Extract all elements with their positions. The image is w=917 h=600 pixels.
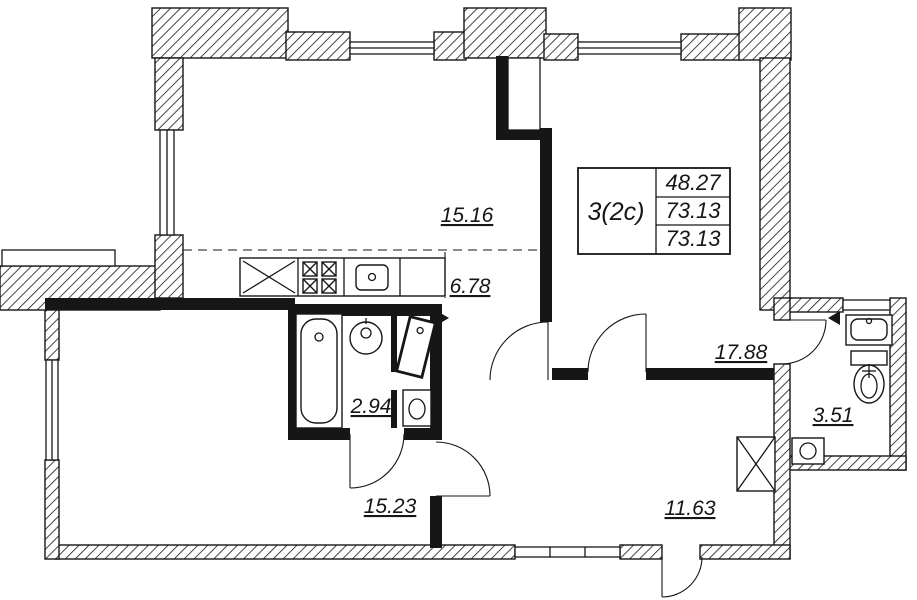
- wall-right: [759, 57, 791, 311]
- sink-basin: [355, 264, 389, 291]
- kitchen-counter-icon: [239, 257, 446, 297]
- wall-bottom-c: [699, 544, 791, 560]
- wall-bedroom-bottom-b: [646, 368, 774, 380]
- room-label-kitchen-living: 15.16: [441, 204, 494, 227]
- tub-drain: [314, 332, 324, 342]
- wc-sink-tap: [865, 317, 873, 325]
- bathtub-icon: [295, 313, 343, 429]
- wc-fixtures: [736, 314, 893, 492]
- wall-pier-top-right: [738, 7, 792, 61]
- washbasin-body: [402, 389, 432, 427]
- tub-inner: [300, 318, 338, 424]
- apartment-type-label: 3(2с): [588, 198, 645, 226]
- wc-basin-bowl: [799, 442, 817, 460]
- interior-walls: [45, 56, 774, 548]
- wall-bath-divider-a: [391, 306, 397, 372]
- door-arc-wc: [781, 319, 827, 365]
- room-label-room: 15.23: [364, 495, 417, 518]
- wall-living-bedroom: [540, 128, 552, 322]
- burner-2-x2: [321, 261, 337, 277]
- room-label-corridor: 6.78: [450, 275, 491, 298]
- door-arc-bedroom-side: [489, 321, 549, 381]
- burner-3-x2: [302, 278, 318, 294]
- window-hall-bottom: [514, 546, 621, 558]
- wall-room-hall: [430, 496, 442, 548]
- wall-bath-top: [288, 304, 440, 316]
- shaft-cavity: [507, 57, 541, 131]
- wall-bottom-a: [54, 544, 516, 560]
- wall-under-kitchen: [45, 298, 295, 310]
- summary-border: [577, 167, 731, 255]
- heater-dial: [416, 326, 424, 335]
- living-area-value: 48.27: [665, 170, 721, 195]
- sink-drain: [367, 272, 377, 282]
- wall-top-d: [680, 33, 742, 61]
- door-marker-wc: [828, 311, 840, 325]
- windows: [1, 41, 891, 558]
- room-labels: 15.16 6.78 17.88 2.94 15.23 11.63 3.51: [350, 204, 854, 520]
- vent-shaft-icon: [736, 436, 776, 492]
- wc-basin-body: [791, 437, 825, 465]
- sink-icon: [349, 318, 383, 355]
- doors: [349, 311, 840, 598]
- wall-kitchen-left-a: [154, 57, 184, 131]
- total-area-adj-value: 73.13: [665, 226, 721, 251]
- door-arc-bedroom: [587, 313, 647, 373]
- wall-pier-top-left: [151, 7, 289, 59]
- room-label-hall: 11.63: [665, 497, 716, 520]
- wall-hall-wc-lower: [773, 363, 791, 559]
- counter-outline: [239, 257, 446, 297]
- toilet-icon: [850, 350, 888, 404]
- water-heater-icon: [394, 314, 438, 380]
- wall-bath-left: [288, 304, 298, 440]
- stove-burners-icon: [302, 261, 337, 294]
- bath-sink-drain: [360, 327, 372, 339]
- door-arc-room: [435, 441, 491, 497]
- exterior-walls: [0, 7, 907, 560]
- wall-top-c: [543, 33, 579, 61]
- wall-notch-vertical: [496, 56, 508, 140]
- door-arc-entrance: [661, 556, 703, 598]
- summary-table: 3(2с) 48.27 73.13 73.13: [577, 167, 731, 255]
- wall-bedroom-bottom-a: [552, 368, 588, 380]
- wall-bottom-b: [619, 544, 663, 560]
- wall-hall-wc-upper: [773, 297, 791, 321]
- door-arc-bathroom: [349, 433, 405, 489]
- door-marker-corridor: [437, 311, 449, 325]
- wall-notch-horizontal: [496, 128, 552, 140]
- wc-basin-icon: [791, 437, 825, 465]
- heater-body: [394, 314, 438, 380]
- wall-top-b: [433, 31, 467, 61]
- kitchen-sink-icon: [355, 264, 389, 291]
- vent-shaft-x2: [736, 436, 776, 492]
- toilet-tank: [850, 350, 888, 366]
- burner-4-x2: [321, 278, 337, 294]
- washbasin-icon: [402, 389, 432, 427]
- total-area-value: 73.13: [665, 198, 721, 223]
- wall-top-a: [285, 31, 351, 61]
- balcony-slab: [1, 249, 116, 267]
- wc-sink-basin: [850, 318, 888, 341]
- burner-1-x2: [302, 261, 318, 277]
- room-label-bedroom: 17.88: [715, 341, 768, 364]
- bathroom-fixtures: [295, 313, 438, 429]
- wall-wc-top: [787, 297, 844, 313]
- wall-left-b: [44, 459, 60, 560]
- wall-kitchen-left-b: [154, 234, 184, 299]
- wall-bath-divider-b: [391, 390, 397, 428]
- wc-sink-icon: [845, 314, 893, 346]
- wall-bath-bottom-a: [288, 428, 350, 440]
- room-label-bathroom: 2.94: [350, 395, 392, 418]
- wall-pier-top-middle: [463, 7, 547, 59]
- washbasin-bowl: [408, 398, 426, 420]
- cabinet-cross-2: [242, 260, 296, 294]
- window-wc-top: [842, 299, 891, 311]
- room-label-wc: 3.51: [813, 404, 854, 427]
